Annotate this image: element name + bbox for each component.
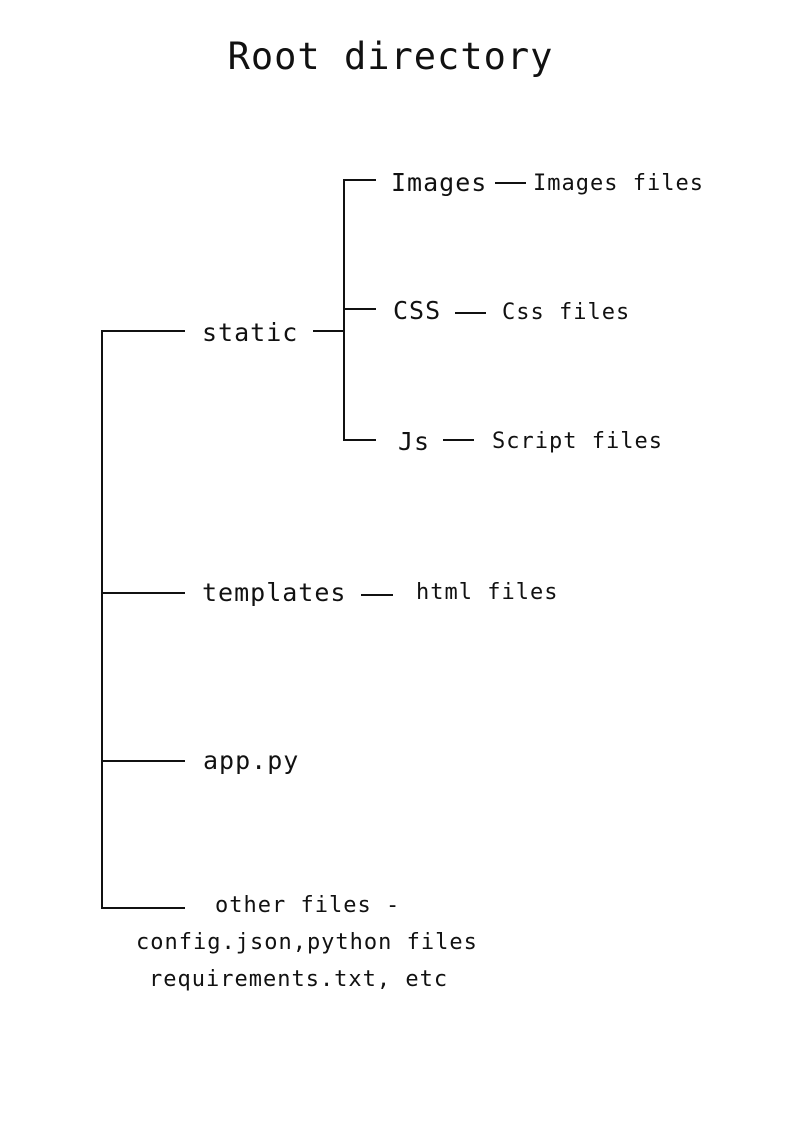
branch-js-line [343, 439, 376, 441]
node-static: static [202, 318, 299, 347]
leaf-html-files: html files [416, 580, 559, 605]
static-trunk-line [343, 179, 345, 441]
node-app-py: app.py [203, 746, 300, 775]
node-css: CSS [393, 296, 442, 325]
other-files-description-line1: config.json,python files [136, 930, 478, 955]
branch-other-line [101, 907, 185, 909]
images-files-connector-line [495, 182, 526, 184]
leaf-css-files: Css files [502, 300, 631, 325]
leaf-images-files: Images files [533, 171, 704, 196]
branch-app-line [101, 760, 185, 762]
static-connector-line [313, 330, 344, 332]
branch-static-line [101, 330, 185, 332]
leaf-script-files: Script files [492, 429, 663, 454]
node-js: Js [398, 427, 431, 456]
css-files-connector-line [455, 312, 486, 314]
branch-images-line [343, 179, 376, 181]
js-files-connector-line [443, 439, 474, 441]
node-images: Images [391, 168, 488, 197]
node-other-files: other files - [215, 893, 401, 918]
other-files-description-line2: requirements.txt, etc [149, 967, 449, 992]
node-templates: templates [202, 578, 347, 607]
templates-files-connector-line [361, 594, 393, 596]
branch-templates-line [101, 592, 185, 594]
root-trunk-line [101, 330, 103, 909]
branch-css-line [343, 308, 376, 310]
diagram-title: Root directory [227, 35, 554, 78]
